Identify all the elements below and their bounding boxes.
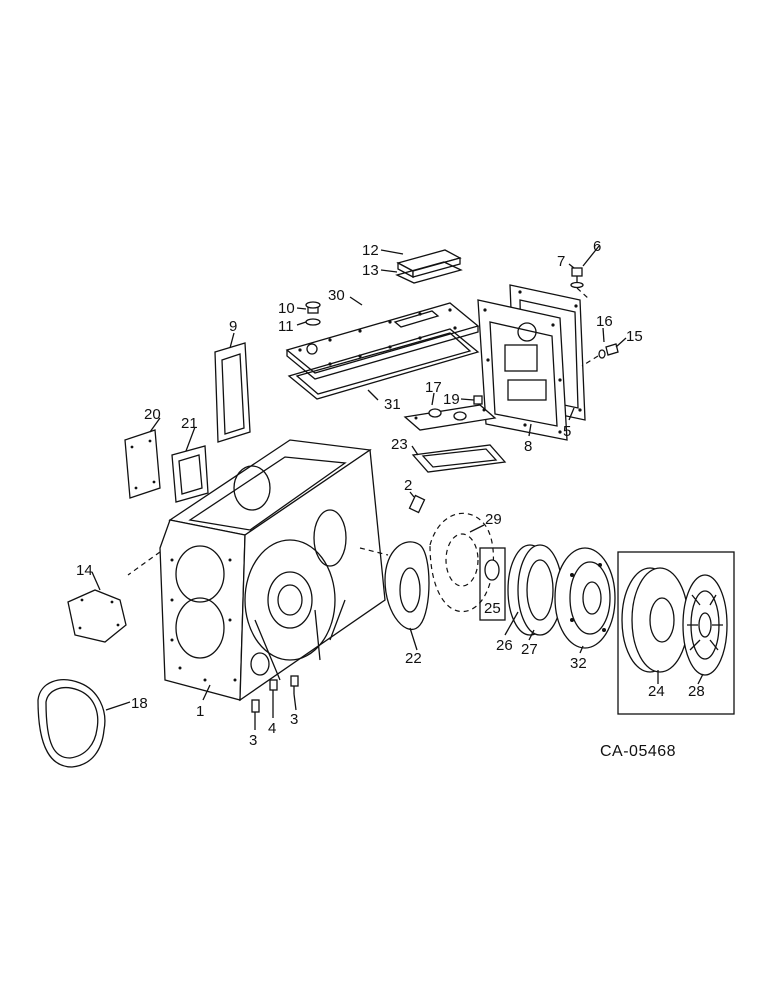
callout-9: 9 <box>229 318 237 335</box>
top-cover-plate <box>285 302 480 380</box>
fitting-2 <box>408 494 426 514</box>
side-cover-gasket-21 <box>171 445 209 503</box>
callout-3-left: 3 <box>249 732 257 749</box>
leader-lines <box>91 245 704 730</box>
callout-17: 17 <box>425 379 442 396</box>
callout-13: 13 <box>362 262 379 279</box>
callout-27: 27 <box>521 641 538 658</box>
callout-30: 30 <box>328 287 345 304</box>
vent-housing <box>395 249 463 284</box>
friction-plate-32 <box>554 547 616 649</box>
callout-1: 1 <box>196 703 204 720</box>
callout-28: 28 <box>688 683 705 700</box>
callout-6: 6 <box>593 238 601 255</box>
callout-19: 19 <box>443 391 460 408</box>
small-cover-gasket <box>411 444 507 473</box>
callout-14: 14 <box>76 562 93 579</box>
fastener-4 <box>269 679 278 698</box>
callout-18: 18 <box>131 695 148 712</box>
callout-7: 7 <box>557 253 565 270</box>
plug-19 <box>473 395 483 405</box>
callout-8: 8 <box>524 438 532 455</box>
front-gasket-18 <box>37 679 106 768</box>
callout-31: 31 <box>384 396 401 413</box>
breather-plug <box>305 301 321 326</box>
seal-assembly-25 <box>479 547 506 621</box>
callout-11: 11 <box>278 318 294 335</box>
callout-24: 24 <box>648 683 665 700</box>
fastener-3-left <box>251 699 260 720</box>
callout-15: 15 <box>626 328 643 345</box>
transmission-housing <box>159 439 386 702</box>
front-cover-14 <box>67 589 127 643</box>
callout-16: 16 <box>596 313 613 330</box>
callout-5: 5 <box>563 423 571 440</box>
drawing-id: CA-05468 <box>600 743 676 760</box>
bolt-and-washer-side <box>581 343 619 367</box>
callout-2: 2 <box>404 477 412 494</box>
callout-22: 22 <box>405 650 422 667</box>
callout-3-right: 3 <box>290 711 298 728</box>
callout-10: 10 <box>278 300 295 317</box>
callout-25: 25 <box>484 600 501 617</box>
clutch-kit-frame <box>617 551 735 715</box>
bearing-cage-outline <box>429 512 495 613</box>
clutch-disc-28 <box>682 574 728 676</box>
callout-26: 26 <box>496 637 513 654</box>
side-cover-gasket-large <box>214 342 251 443</box>
bearing-housing-27 <box>507 544 563 636</box>
callout-23: 23 <box>391 436 408 453</box>
callout-12: 12 <box>362 242 379 259</box>
top-cover-gasket <box>287 328 480 400</box>
callout-4: 4 <box>268 720 276 737</box>
small-top-cover <box>403 404 497 431</box>
hydraulic-plate <box>477 299 568 441</box>
callout-21: 21 <box>181 415 198 432</box>
pressure-plate-24 <box>621 567 689 673</box>
side-cover-20 <box>124 429 161 499</box>
callout-20: 20 <box>144 406 161 423</box>
callout-32: 32 <box>570 655 587 672</box>
bolt-and-washer-upper <box>570 267 591 301</box>
callout-labels: 1 2 3 3 4 5 6 7 8 9 10 11 12 13 14 15 16… <box>76 238 705 749</box>
fastener-3-right <box>290 675 299 694</box>
bearing-cover-22 <box>384 541 430 631</box>
callout-29: 29 <box>485 511 502 528</box>
